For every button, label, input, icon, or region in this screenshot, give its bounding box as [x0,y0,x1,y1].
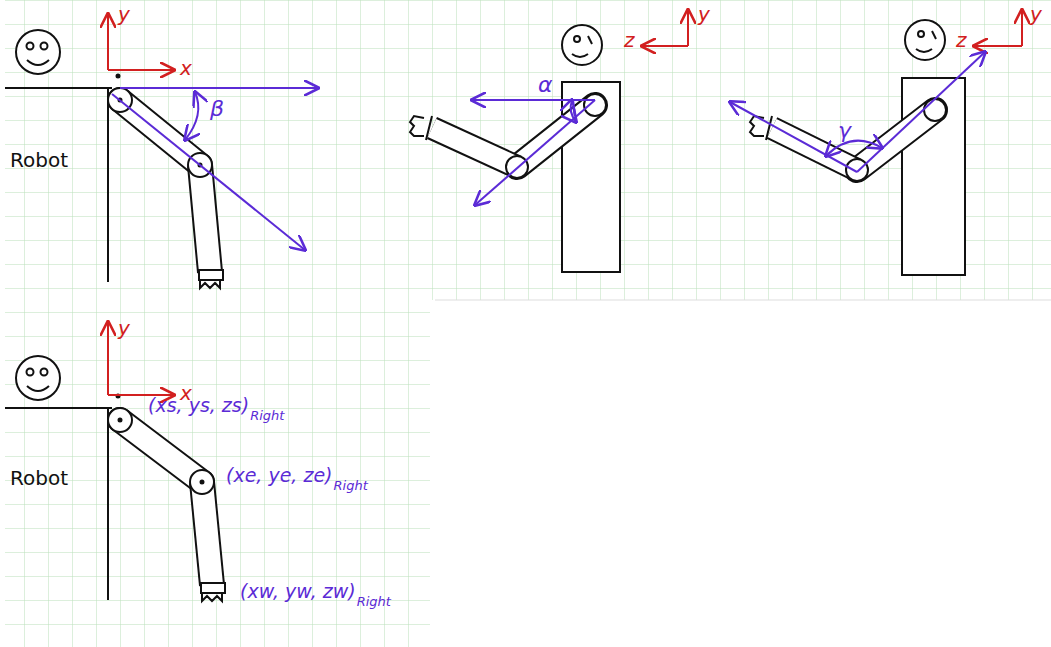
robot-label: Robot [10,150,68,170]
axis-label: y [118,4,130,24]
grid-paper [5,300,430,647]
joint-coordinates: (xs, ys, zs) [148,396,249,415]
angle-label: γ [838,120,851,142]
coordinate-subscript: Right [357,595,391,608]
grid-paper [5,0,1051,300]
joint-coordinates: (xe, ye, ze) [226,466,333,485]
joint-view [5,356,225,601]
angle-label: β [210,98,224,120]
joint-coordinates: (xw, yw, zw) [240,582,356,601]
coordinate-subscript: Right [250,409,284,422]
side-view [5,30,223,288]
angle-label: α [538,74,553,96]
axis-label: y [118,318,130,338]
axis-label: x [180,58,192,78]
front-view-gamma [750,20,965,275]
axis-label: y [698,4,710,24]
robot-label: Robot [10,468,68,488]
axis-label: z [956,30,967,50]
axis-label: z [624,30,635,50]
front-view-alpha [410,25,620,272]
axis-label: y [1030,4,1042,24]
coordinate-subscript: Right [334,479,368,492]
